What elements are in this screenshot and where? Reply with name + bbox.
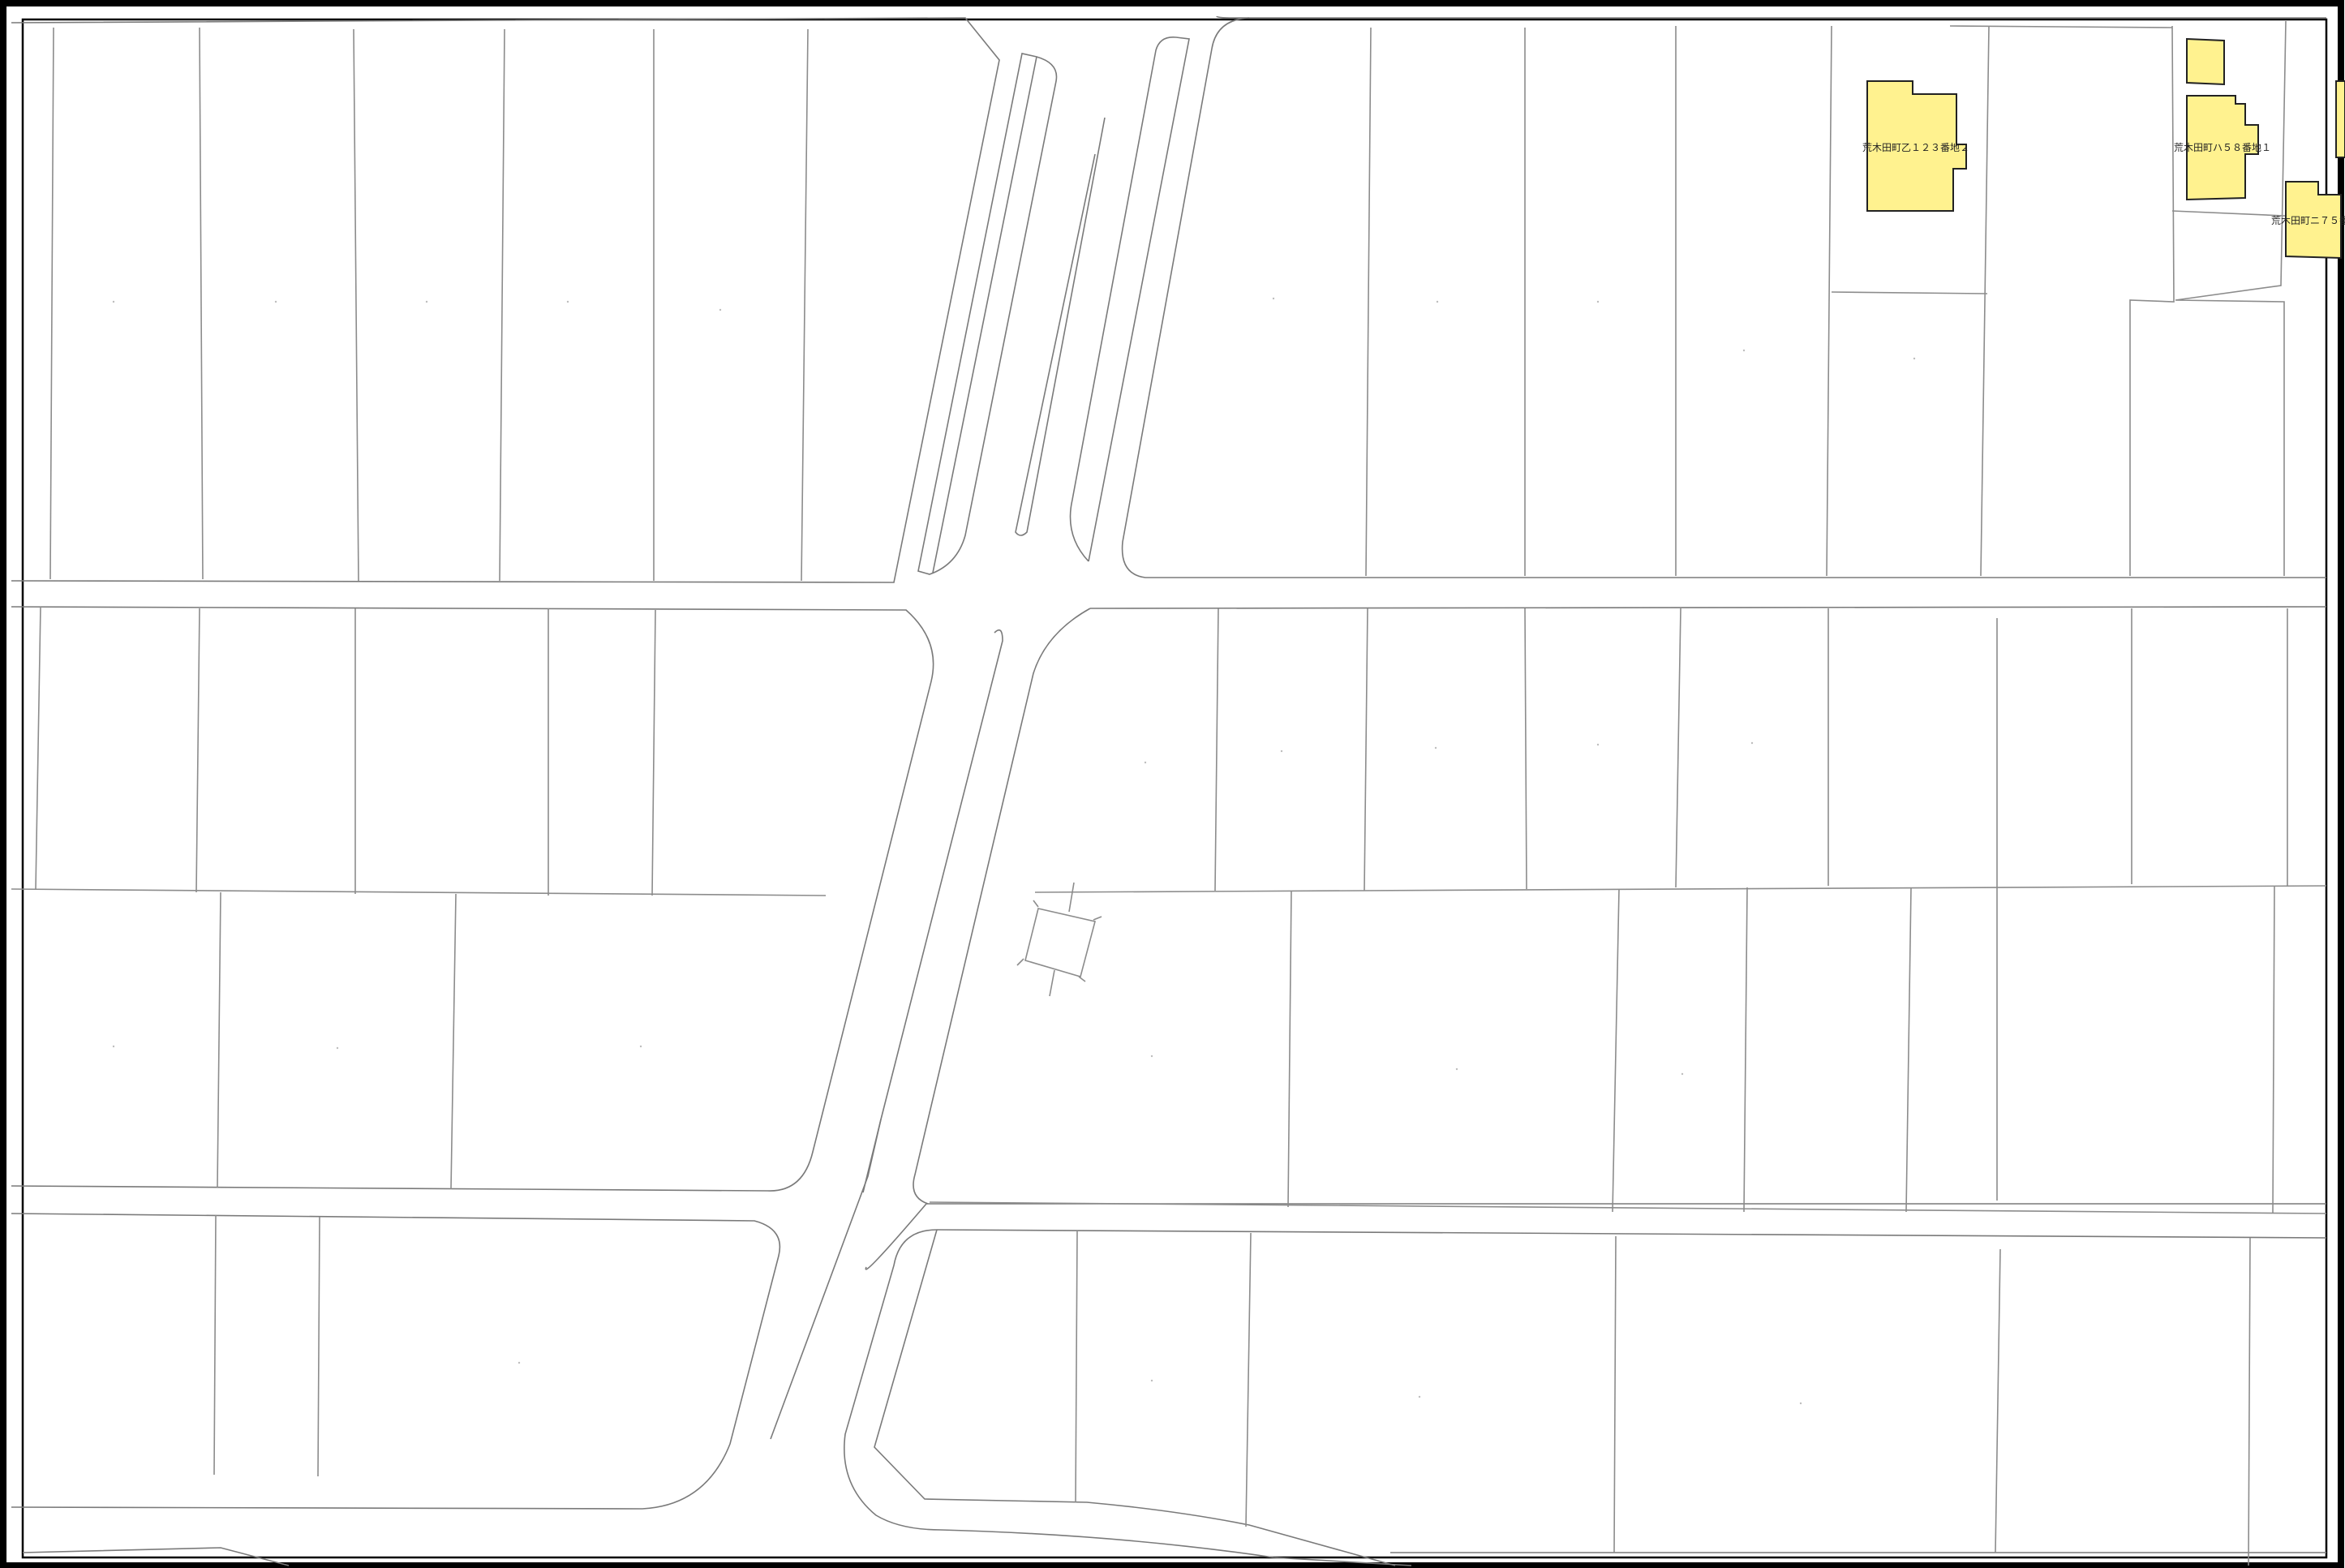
small-square-parcel bbox=[1016, 882, 1102, 997]
parcel-boundaries bbox=[11, 20, 2337, 1566]
building-b3[interactable]: 荒木田町ハ５８番地１ bbox=[2174, 95, 2271, 201]
building-b2[interactable] bbox=[2186, 37, 2225, 86]
road-network bbox=[11, 15, 2327, 1566]
parcel-centroid-dots bbox=[112, 297, 1916, 1405]
building-label-b3: 荒木田町ハ５８番地１ bbox=[2174, 142, 2271, 153]
building-label-b1: 荒木田町乙１２３番地２ bbox=[1862, 142, 1969, 153]
building-b4[interactable]: 荒木田町ニ７５番 bbox=[2271, 80, 2345, 260]
building-b1[interactable]: 荒木田町乙１２３番地２ bbox=[1862, 80, 1969, 212]
building-label-b4: 荒木田町ニ７５番 bbox=[2271, 215, 2345, 226]
map-inner-frame bbox=[21, 18, 2328, 1559]
